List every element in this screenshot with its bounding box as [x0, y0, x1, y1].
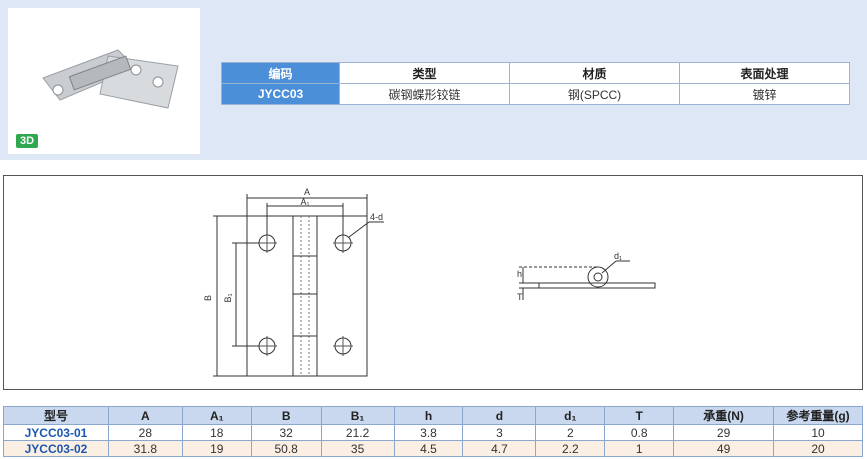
table-cell: 1	[604, 440, 675, 457]
info-header-surface: 表面处理	[679, 62, 850, 84]
spec-header-a: A	[107, 406, 183, 425]
table-row: JYCC03-01 28 18 32 21.2 3.8 3 2 0.8 29 1…	[3, 424, 863, 441]
dim-hole-label: 4-d	[370, 212, 383, 222]
technical-drawing: A A₁ 4-d B B₁ d₁ h T	[3, 175, 863, 390]
model-cell[interactable]: JYCC03-01	[3, 424, 109, 441]
table-cell: 3	[462, 424, 537, 441]
table-cell: 4.7	[462, 440, 537, 457]
table-cell: 50.8	[250, 440, 322, 457]
info-header-code: 编码	[221, 62, 340, 84]
spec-header-load: 承重(N)	[673, 406, 775, 425]
table-cell: 31.8	[107, 440, 183, 457]
dim-d1-label: d₁	[614, 251, 622, 261]
table-row: JYCC03-02 31.8 19 50.8 35 4.5 4.7 2.2 1 …	[3, 440, 863, 457]
hinge-photo-icon	[42, 49, 179, 109]
spec-header-d1: d₁	[535, 406, 606, 425]
info-value-code: JYCC03	[221, 83, 340, 105]
dim-t-label: T	[517, 292, 523, 302]
spec-header-d: d	[462, 406, 537, 425]
model-cell[interactable]: JYCC03-02	[3, 440, 109, 457]
spec-header-t: T	[604, 406, 675, 425]
spec-header-h: h	[393, 406, 464, 425]
dim-h-label: h	[517, 269, 522, 279]
table-cell: 3.8	[393, 424, 464, 441]
table-cell: 49	[673, 440, 775, 457]
spec-header-weight: 参考重量(g)	[773, 406, 863, 425]
info-value-material: 钢(SPCC)	[509, 83, 680, 105]
table-cell: 4.5	[393, 440, 464, 457]
spec-header-b: B	[250, 406, 322, 425]
side-view-plate	[538, 282, 656, 289]
dim-a1-label: A₁	[300, 197, 309, 207]
table-cell: 2.2	[535, 440, 606, 457]
table-cell: 32	[250, 424, 322, 441]
hinge-drawing: A A₁ 4-d B B₁ d₁ h T	[203, 187, 656, 377]
table-cell: 20	[773, 440, 863, 457]
table-cell: 35	[320, 440, 395, 457]
info-header-material: 材质	[509, 62, 680, 84]
table-cell: 19	[181, 440, 252, 457]
header-panel: 3D 编码 类型 材质 表面处理 JYCC03 碳钢蝶形铰链 钢(SPCC) 镀…	[0, 0, 867, 160]
side-view-knuckle	[587, 266, 609, 288]
table-cell: 28	[107, 424, 183, 441]
hinge-knuckle	[292, 215, 318, 377]
info-header-type: 类型	[339, 62, 510, 84]
info-table: 编码 类型 材质 表面处理 JYCC03 碳钢蝶形铰链 钢(SPCC) 镀锌	[221, 62, 850, 105]
info-value-type: 碳钢蝶形铰链	[339, 83, 510, 105]
table-cell: 10	[773, 424, 863, 441]
table-cell: 29	[673, 424, 775, 441]
spec-header-b1: B₁	[320, 406, 395, 425]
table-cell: 18	[181, 424, 252, 441]
3d-badge[interactable]: 3D	[16, 134, 39, 148]
table-cell: 2	[535, 424, 606, 441]
spec-table: 型号 A A₁ B B₁ h d d₁ T 承重(N) 参考重量(g) JYCC…	[3, 406, 863, 457]
table-cell: 0.8	[604, 424, 675, 441]
dim-b1-label: B₁	[223, 293, 233, 302]
dim-b-label: B	[203, 295, 213, 301]
table-cell: 21.2	[320, 424, 395, 441]
spec-header-model: 型号	[3, 406, 109, 425]
product-photo: 3D	[8, 8, 200, 154]
info-value-surface: 镀锌	[679, 83, 850, 105]
spec-header-a1: A₁	[181, 406, 252, 425]
dim-a-label: A	[304, 187, 310, 197]
